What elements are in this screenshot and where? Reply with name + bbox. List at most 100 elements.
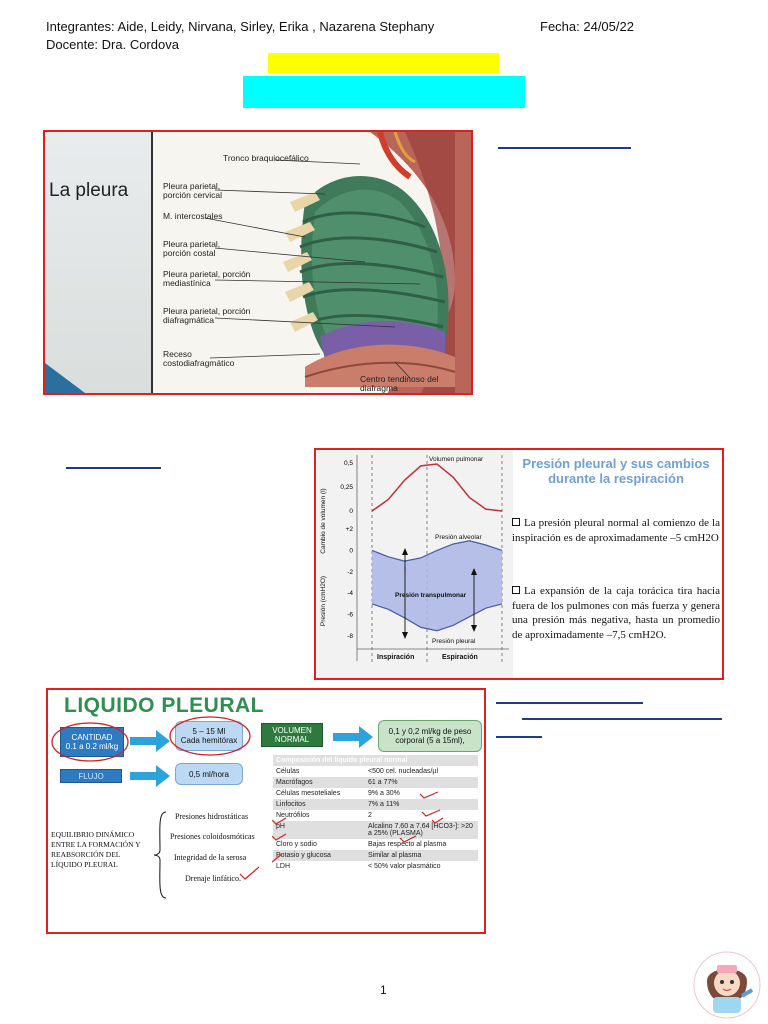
table-cell-component: Neutrófilos (273, 810, 365, 821)
table-cell-value: Alcalino 7.60 a 7.64 [HCO3-]: >20 a 25% … (365, 821, 478, 839)
table-cell-component: Cloro y sodio (273, 839, 365, 850)
factor-drenaje: Drenaje linfático. (185, 874, 241, 883)
highlight-bar-cyan (243, 76, 525, 108)
label-pleura-costal: Pleura parietal, porción costal (163, 239, 221, 258)
ytick-label: -6 (347, 612, 353, 619)
hemitorax-value: 5 – 15 Ml (192, 727, 226, 736)
ytick-label: 0 (349, 508, 353, 515)
underline-1 (498, 147, 631, 149)
label-pleura-cervical: Pleura parietal, porción cervical (163, 181, 223, 200)
ytick-label: 0 (349, 547, 353, 554)
check-icon (272, 833, 287, 841)
table-cell-value: 9% a 30% (365, 788, 478, 799)
figure-liquido-pleural: LIQUIDO PLEURAL CANTIDAD 0.1 a 0.2 ml/kg… (46, 688, 486, 934)
series-presion-alveolar (371, 540, 503, 562)
docente-line: Docente: Dra. Cordova (46, 37, 179, 52)
bullet-2: La expansión de la caja torácica tira ha… (512, 584, 720, 642)
table-cell-value: 61 a 77% (365, 777, 478, 788)
pressure-chart-svg: 0,50,250 +20-2-4-6-8 Cambio de volumen (… (320, 455, 509, 663)
handwritten-circles (51, 716, 251, 762)
label-centro-tendinoso: Centro tendinoso del diafragma (360, 374, 439, 393)
label-tronco: Tronco braquiocefálico (223, 153, 309, 163)
hemitorax-box: 5 – 15 Ml Cada hemitórax (175, 721, 243, 751)
underline-4 (522, 718, 722, 720)
table-row: Células<500 cel. nucleadas/µl (273, 766, 478, 777)
decorative-corner (45, 363, 85, 393)
nurse-sticker-icon (693, 951, 761, 1019)
cantidad-box: CANTIDAD 0.1 a 0.2 ml/kg (60, 727, 124, 757)
check-icon (272, 817, 287, 825)
table-cell-value: Similar al plasma (365, 850, 478, 861)
ytick-label: -4 (347, 590, 353, 597)
table-cell-value: Bajas respecto al plasma (365, 839, 478, 850)
table-cell-component: Linfocitos (273, 799, 365, 810)
arrow-head-down-2 (471, 625, 477, 632)
flujo-box: FLUJO (60, 769, 122, 783)
figure-pleura-title: La pleura (49, 180, 129, 201)
arrow-head-up-2 (471, 568, 477, 575)
factor-serosa: Integridad de la serosa (174, 853, 247, 862)
table-cell-value: 7% a 11% (365, 799, 478, 810)
hemitorax-label: Cada hemitórax (180, 736, 238, 745)
check-icon (399, 835, 417, 843)
ytick-label: 0,25 (340, 484, 353, 491)
table-cell-component: Macrófagos (273, 777, 365, 788)
highlight-bar-yellow (268, 53, 499, 73)
ytick-label: -2 (347, 569, 353, 576)
annotation-transpulmonar: Presión transpulmonar (395, 592, 467, 599)
label-receso: Receso costodiafragmático (163, 349, 235, 368)
figure-pleura: La pleura (43, 130, 473, 395)
figure-pleura-title-panel: La pleura (45, 132, 153, 393)
composition-table: Composición del líquido pleural normal C… (273, 755, 478, 872)
table-cell-component: Potasio y glucosa (273, 850, 365, 861)
table-cell-component: pH (273, 821, 365, 839)
factor-hidrostaticas: Presiones hidrostáticas (175, 812, 249, 821)
series-volumen-pulmonar (371, 463, 503, 512)
equilibrio-text: EQUILIBRIO DINÁMICO ENTRE LA FORMACIÓN Y… (51, 830, 141, 869)
table-title: Composición del líquido pleural normal (273, 755, 478, 766)
check-icon (421, 809, 441, 817)
ytick-label: 0,5 (344, 460, 353, 467)
arrow-head-down (402, 632, 408, 639)
legend-volumen: Volumen pulmonar (429, 456, 484, 463)
table-cell-value: 2 (365, 810, 478, 821)
check-icon (239, 866, 260, 880)
legend-alveolar: Presión alveolar (435, 534, 482, 541)
table-cell-component: LDH (273, 861, 365, 872)
cantidad-value: 0.1 a 0.2 ml/kg (65, 742, 119, 751)
check-icon (272, 853, 283, 863)
table-cell-component: Células mesoteliales (273, 788, 365, 799)
table-cell-value: <500 cel. nucleadas/µl (365, 766, 478, 777)
underline-5 (496, 736, 542, 738)
checkbox-icon (512, 586, 520, 594)
page-number: 1 (380, 983, 387, 997)
underline-3 (496, 702, 643, 704)
volumen-normal-box: VOLUMEN NORMAL (261, 723, 323, 747)
series-presion-pleural (371, 603, 503, 632)
underline-2 (66, 467, 161, 469)
xlabel-espiracion: Espiración (442, 654, 478, 661)
label-pleura-diafragmatica: Pleura parietal, porción diafragmática (163, 306, 251, 325)
factor-coloidosmoticas: Presiones coloidosmóticas (170, 832, 255, 841)
legend-pleural: Presión pleural (432, 638, 476, 645)
bullet-2-text: La expansión de la caja torácica tira ha… (512, 585, 720, 641)
cantidad-label: CANTIDAD (71, 733, 113, 742)
liquido-title: LIQUIDO PLEURAL (64, 694, 264, 717)
presion-title: Presión pleural y sus cambios durante la… (522, 456, 710, 486)
table-row: LDH< 50% valor plasmático (273, 861, 478, 872)
fecha-line: Fecha: 24/05/22 (540, 19, 634, 34)
arrow-right-icon (333, 726, 373, 748)
pleura-anatomy-svg (155, 132, 471, 393)
label-intercostales: M. intercostales (163, 211, 223, 221)
xlabel-inspiracion: Inspiración (377, 654, 414, 661)
ytick-label: -8 (347, 633, 353, 640)
transpulmonar-area (372, 540, 502, 631)
check-icon (431, 817, 444, 824)
